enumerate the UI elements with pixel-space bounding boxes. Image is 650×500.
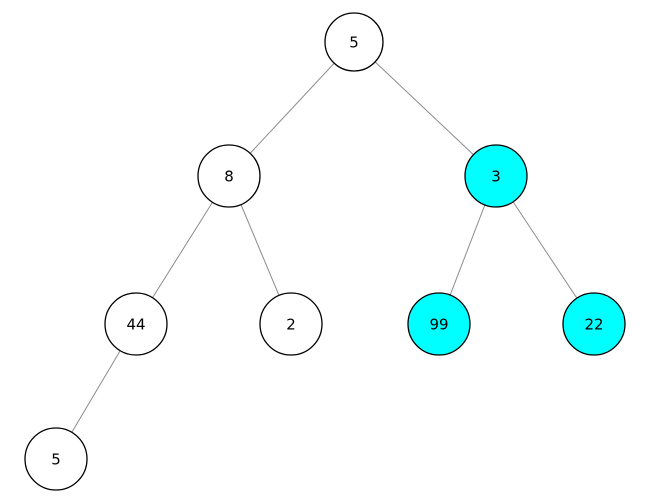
node-circle-left-left-left	[24, 427, 88, 491]
node-circle-right-left-highlighted	[407, 292, 471, 356]
node-label-right-right: 22	[584, 315, 603, 333]
node-label-left-left-left: 5	[51, 450, 61, 468]
node-circle-right-right-highlighted	[562, 292, 626, 356]
tree-node-right-right: 22	[562, 292, 626, 356]
node-circle-left-left	[104, 292, 168, 356]
tree-node-left-right: 2	[259, 292, 323, 356]
tree-node-right: 3	[464, 144, 528, 208]
tree-node-left-left: 44	[104, 292, 168, 356]
node-label-left-right: 2	[286, 315, 296, 333]
tree-edge-root-to-right	[353, 41, 497, 177]
node-label-left: 8	[224, 167, 234, 185]
node-label-right: 3	[491, 167, 501, 185]
node-circle-root	[324, 12, 384, 72]
node-circle-left	[197, 144, 261, 208]
node-circle-right-highlighted	[464, 144, 528, 208]
tree-node-root: 5	[324, 12, 384, 72]
tree-node-left: 8	[197, 144, 261, 208]
tree-node-right-left: 99	[407, 292, 471, 356]
node-circle-left-right	[259, 292, 323, 356]
node-label-left-left: 44	[126, 315, 145, 333]
tree-node-left-left-left: 5	[24, 427, 88, 491]
node-label-root: 5	[349, 33, 359, 51]
node-label-right-left: 99	[429, 315, 448, 333]
